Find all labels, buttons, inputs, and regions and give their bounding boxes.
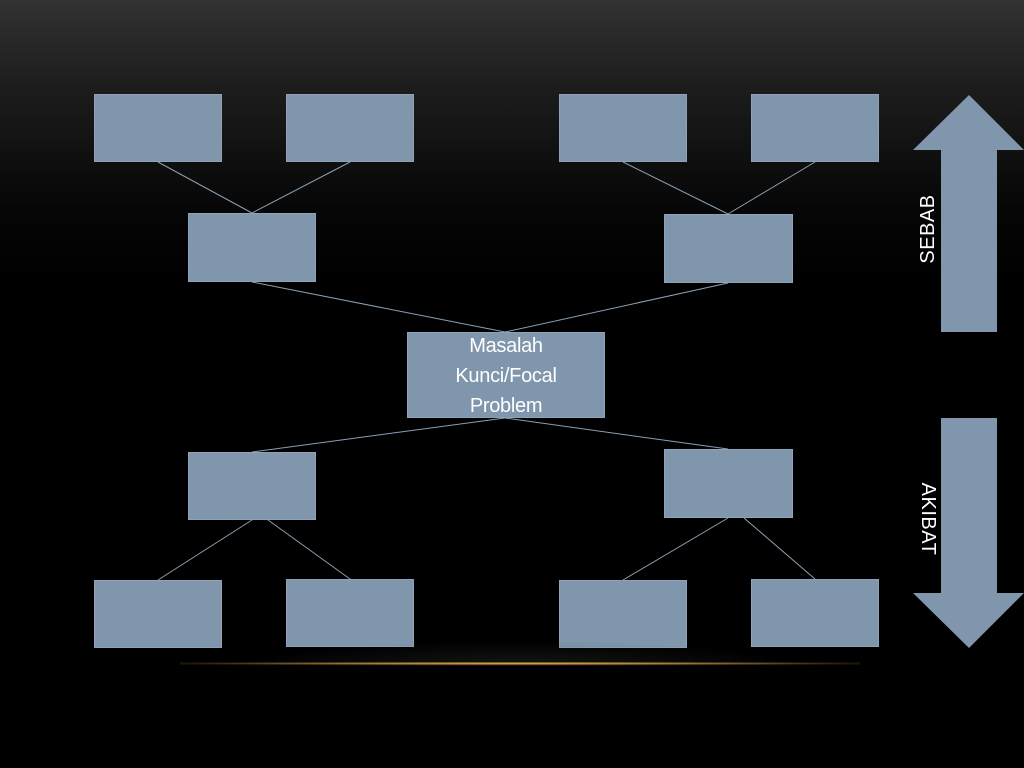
cause-box-top-2[interactable] bbox=[286, 94, 414, 162]
effect-box-mid-left[interactable] bbox=[188, 452, 316, 520]
effect-box-bottom-2[interactable] bbox=[286, 579, 414, 647]
connector-line bbox=[157, 519, 253, 581]
cause-box-top-3[interactable] bbox=[559, 94, 687, 162]
connector-line bbox=[251, 417, 506, 453]
focal-problem-label: Masalah Kunci/Focal Problem bbox=[455, 335, 557, 417]
effect-box-bottom-1[interactable] bbox=[94, 580, 222, 648]
effect-box-bottom-4[interactable] bbox=[751, 579, 879, 647]
connector-line bbox=[622, 517, 729, 581]
cause-box-mid-left[interactable] bbox=[188, 213, 316, 282]
effect-box-mid-right[interactable] bbox=[664, 449, 793, 518]
connector-line bbox=[743, 517, 816, 580]
akibat-label: AKIBAT bbox=[917, 482, 939, 556]
gold-accent-line bbox=[180, 662, 860, 665]
down-arrow-icon bbox=[913, 418, 1024, 648]
focal-problem-box[interactable]: Masalah Kunci/Focal Problem bbox=[407, 332, 605, 418]
sebab-label: SEBAB bbox=[917, 194, 939, 264]
connector-line bbox=[622, 161, 729, 215]
cause-box-top-1[interactable] bbox=[94, 94, 222, 162]
connector-line bbox=[504, 417, 729, 450]
floor-reflection bbox=[250, 640, 790, 666]
effect-box-bottom-3[interactable] bbox=[559, 580, 687, 648]
connector-line bbox=[727, 161, 816, 215]
connector-line bbox=[504, 282, 729, 333]
connector-line bbox=[267, 519, 351, 580]
connector-line bbox=[157, 161, 253, 214]
connector-line bbox=[251, 161, 351, 214]
cause-box-mid-right[interactable] bbox=[664, 214, 793, 283]
cause-box-top-4[interactable] bbox=[751, 94, 879, 162]
up-arrow-icon bbox=[913, 95, 1024, 332]
connector-line bbox=[251, 281, 506, 333]
